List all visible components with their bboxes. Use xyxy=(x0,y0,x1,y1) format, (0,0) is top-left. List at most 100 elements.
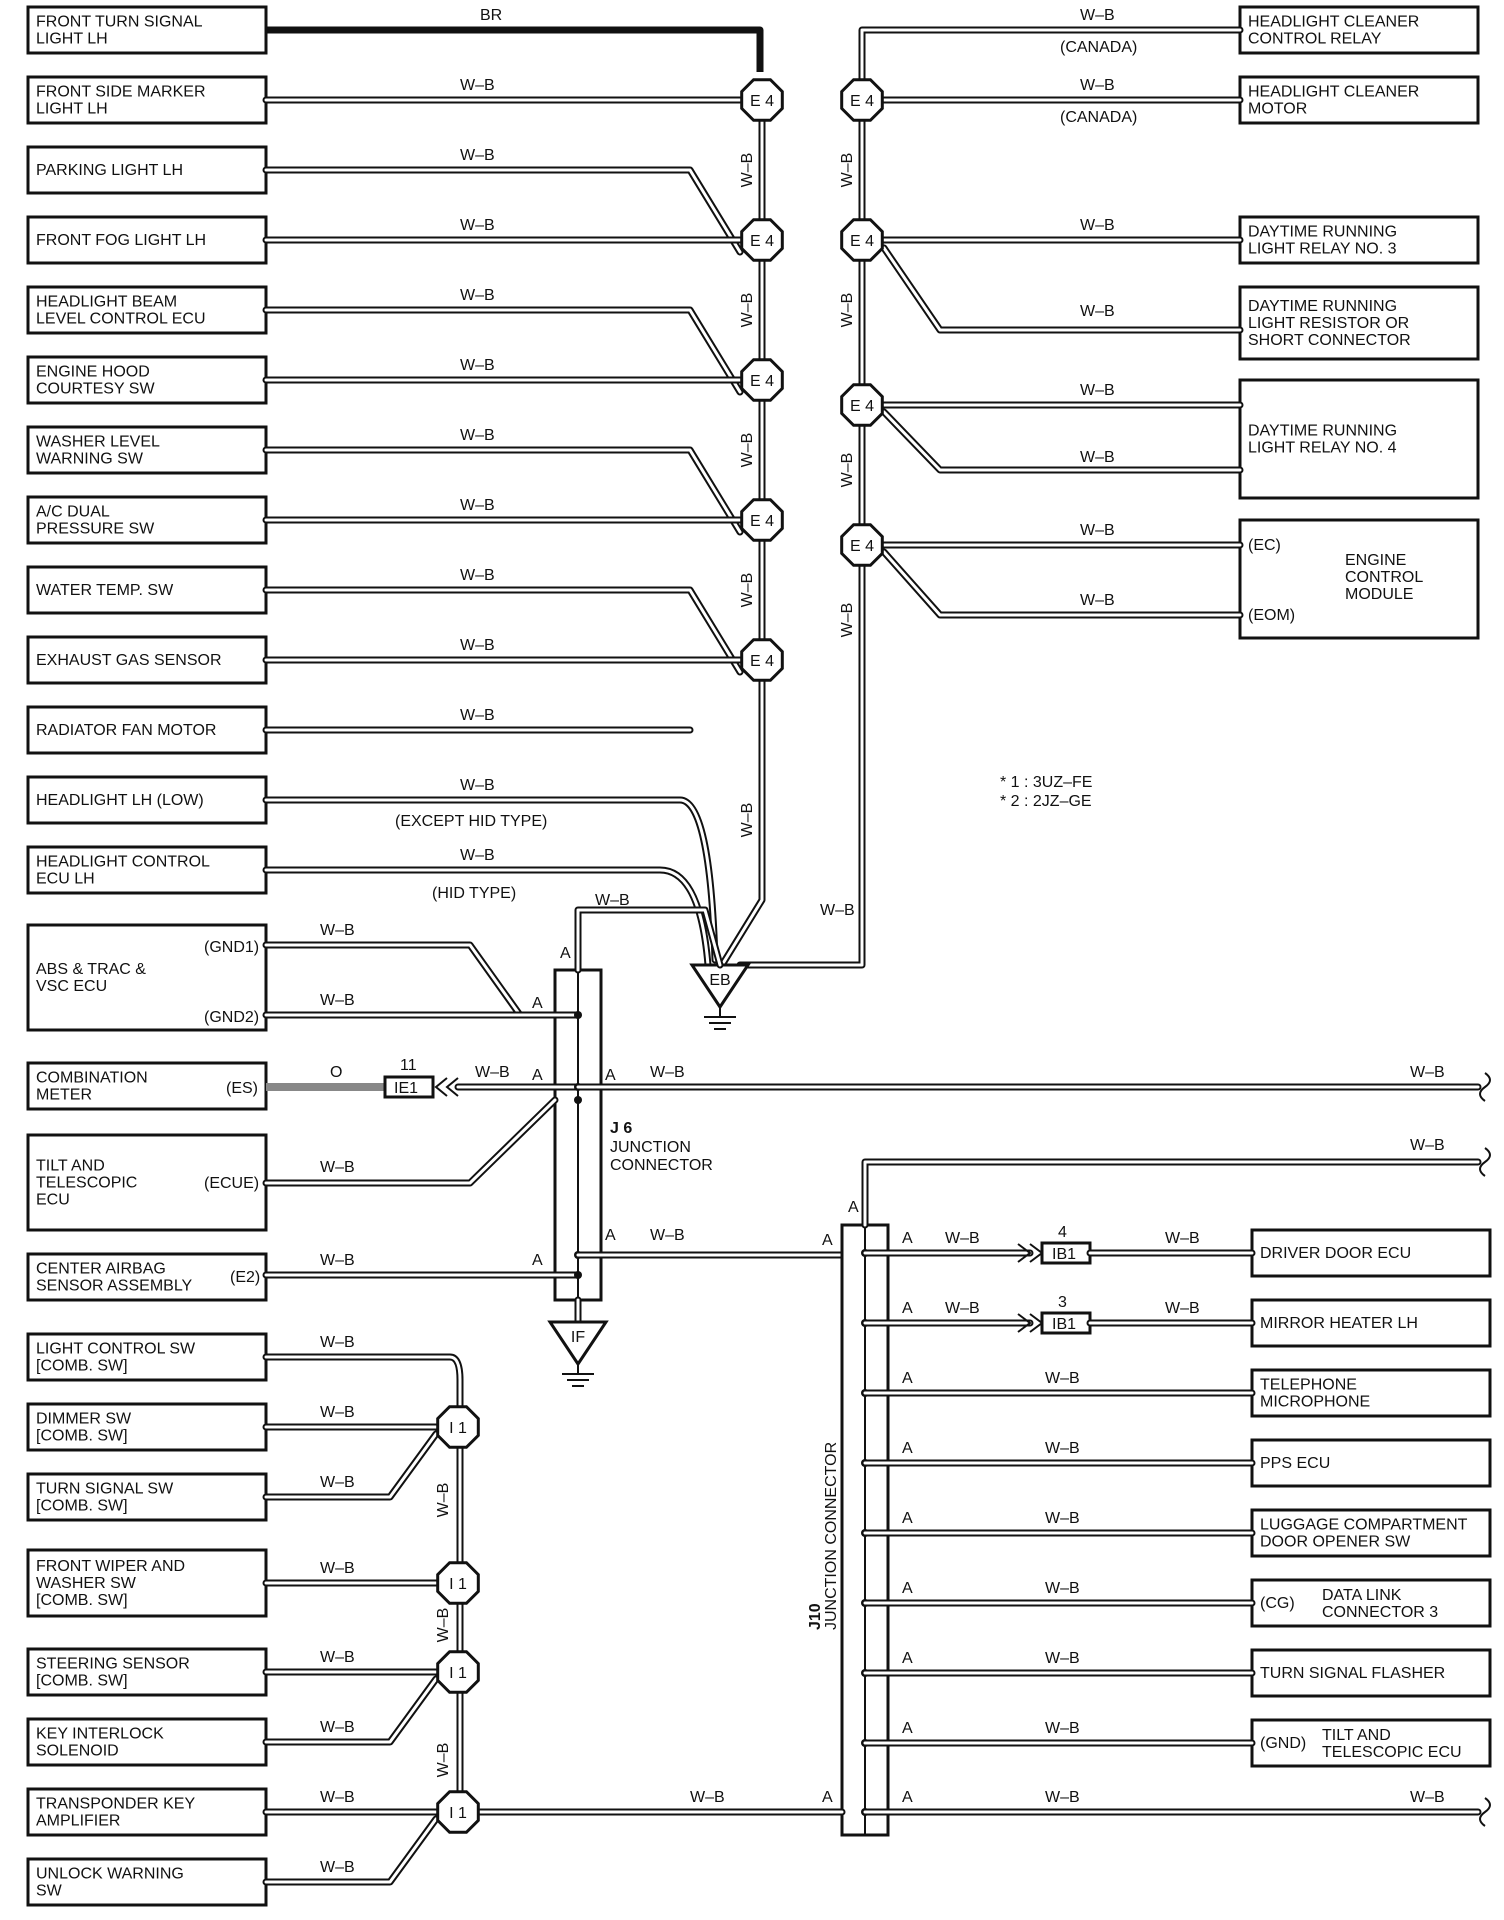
j10-code: J10 xyxy=(807,1603,824,1630)
wire-code: W–B xyxy=(460,77,495,94)
ground-if xyxy=(547,1320,609,1367)
component-label: UNLOCK WARNING xyxy=(36,1866,184,1883)
splice-e4-right xyxy=(840,78,884,122)
splice-i1 xyxy=(436,1405,480,1449)
component-comb-2 xyxy=(26,1472,268,1522)
wire-code: W–B xyxy=(945,1300,980,1317)
splice-i1 xyxy=(436,1650,480,1694)
component-9 xyxy=(26,635,268,685)
connector-code: IE1 xyxy=(394,1080,418,1097)
component-j10-7 xyxy=(1250,1718,1492,1768)
splice-i1 xyxy=(436,1561,480,1605)
wire-code: W–B xyxy=(460,637,495,654)
connector-code: E 4 xyxy=(850,538,874,555)
component-j10-4 xyxy=(1250,1508,1492,1558)
ground-code: EB xyxy=(709,972,730,989)
component-label: RADIATOR FAN MOTOR xyxy=(36,722,216,739)
component-label: [COMB. SW] xyxy=(36,1358,128,1375)
component-label: HEADLIGHT CONTROL xyxy=(36,854,210,871)
wire-code: W–B xyxy=(1045,1789,1080,1806)
component-abs xyxy=(26,923,268,1032)
pin-letter: A xyxy=(848,1199,859,1216)
component-label: MODULE xyxy=(1345,586,1413,603)
wire-code: W–B xyxy=(320,1252,355,1269)
component-j10-0 xyxy=(1250,1228,1492,1278)
wire-wb-core xyxy=(264,168,742,254)
connector-code: E 4 xyxy=(750,513,774,530)
wire-code: W–B xyxy=(460,707,495,724)
component-label: DATA LINK xyxy=(1322,1587,1402,1604)
component-comb-6 xyxy=(26,1787,268,1837)
component-label: HEADLIGHT CLEANER xyxy=(1248,84,1419,101)
component-label: CONNECTOR 3 xyxy=(1322,1604,1438,1621)
component-r4 xyxy=(1238,378,1480,500)
wire-code-vertical: W–B xyxy=(839,603,856,638)
component-label: FRONT FOG LIGHT LH xyxy=(36,232,206,249)
component-1 xyxy=(26,75,268,125)
connector-code: I 1 xyxy=(449,1420,467,1437)
wire-code: W–B xyxy=(320,1334,355,1351)
component-label: MICROPHONE xyxy=(1260,1394,1370,1411)
wire-code: W–B xyxy=(1045,1370,1080,1387)
wire-code: W–B xyxy=(1410,1064,1445,1081)
j6-code: J 6 xyxy=(610,1120,632,1137)
wire-code: W–B xyxy=(320,1789,355,1806)
connector-code: E 4 xyxy=(750,233,774,250)
wire-wb-core xyxy=(882,410,1242,472)
connector-code: E 4 xyxy=(850,233,874,250)
j6-label: CONNECTOR xyxy=(610,1157,713,1174)
connector-code: E 4 xyxy=(750,373,774,390)
component-j10-1 xyxy=(1250,1298,1492,1348)
wire-wb-core xyxy=(576,908,722,972)
pin-label: (ECUE) xyxy=(204,1175,259,1192)
component-label: CENTER AIRBAG xyxy=(36,1261,166,1278)
note-text: * 1 : 3UZ–FE xyxy=(1000,774,1092,791)
component-label: METER xyxy=(36,1087,92,1104)
wire-code: W–B xyxy=(1080,449,1115,466)
wire-code-vertical: W–B xyxy=(839,293,856,328)
component-label: FRONT WIPER AND xyxy=(36,1558,185,1575)
wire-code-vertical: W–B xyxy=(435,1743,452,1778)
wire-code: W–B xyxy=(320,922,355,939)
wire-continuation-mark xyxy=(1479,1797,1491,1827)
connector-code: E 4 xyxy=(850,93,874,110)
wire-code: W–B xyxy=(460,777,495,794)
wire-note: (EXCEPT HID TYPE) xyxy=(395,813,547,830)
wire-wb xyxy=(880,408,1244,474)
trunk-i1-core xyxy=(264,1355,462,1814)
component-label: STEERING SENSOR xyxy=(36,1656,190,1673)
pin-letter: A xyxy=(902,1720,913,1737)
wire-code: W–B xyxy=(320,1719,355,1736)
component-label: ABS & TRAC & xyxy=(36,961,146,978)
connector-pin: 3 xyxy=(1058,1294,1067,1311)
wire-code: W–B xyxy=(650,1064,685,1081)
splice-dot xyxy=(574,1271,582,1279)
ground-code: IF xyxy=(571,1329,585,1346)
wire-wb-core xyxy=(264,1098,557,1185)
splice-dot xyxy=(574,1096,582,1104)
component-label: TELEPHONE xyxy=(1260,1377,1357,1394)
pin-label: (EC) xyxy=(1248,537,1281,554)
component-comb-5 xyxy=(26,1717,268,1767)
wire-code: W–B xyxy=(320,1159,355,1176)
component-12 xyxy=(26,845,268,895)
wire-code: W–B xyxy=(1045,1580,1080,1597)
component-label: WASHER SW xyxy=(36,1575,137,1592)
component-2 xyxy=(26,145,268,195)
component-label: LEVEL CONTROL ECU xyxy=(36,311,206,328)
pin-label: (E2) xyxy=(230,1269,260,1286)
component-label: VSC ECU xyxy=(36,978,107,995)
splice-i1 xyxy=(436,1790,480,1834)
wire-wb-core xyxy=(264,308,742,394)
wire-code: O xyxy=(330,1064,342,1081)
component-label: LIGHT CONTROL SW xyxy=(36,1341,196,1358)
trunk-right xyxy=(736,26,1244,969)
component-6 xyxy=(26,425,268,475)
connector-code: E 4 xyxy=(850,398,874,415)
component-tilt-ecu xyxy=(26,1133,268,1232)
wire-code: W–B xyxy=(690,1789,725,1806)
wire-code: W–B xyxy=(320,1859,355,1876)
wire-code-vertical: W–B xyxy=(839,153,856,188)
splice-dot xyxy=(574,1011,582,1019)
wire-code: W–B xyxy=(1410,1137,1445,1154)
